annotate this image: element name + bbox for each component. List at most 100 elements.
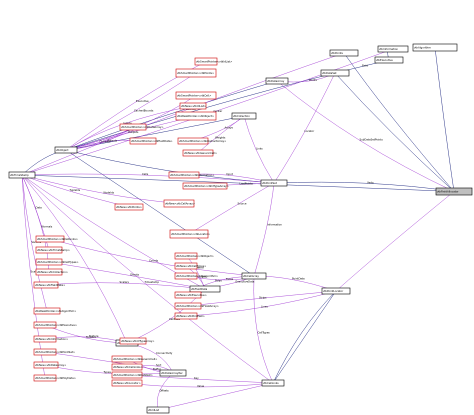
edge-label: TupleIds: [70, 188, 81, 192]
node-n_r28[interactable]: vtkNew<vtkCellLinks>: [111, 363, 143, 371]
node-label: vtkSmartPointer<vtkPoints>: [177, 71, 214, 75]
edge-n_ptr1-n_cells: [253, 182, 275, 277]
node-n_mgr[interactable]: vtkFieldData: [189, 285, 221, 293]
node-n_r23[interactable]: vtkSmartPointer<vtkPointSet>: [33, 348, 75, 356]
node-label: vtkSmartPointer<vtkIdList>: [196, 60, 232, 64]
node-n_r8[interactable]: vtkSmartPointer<vtkAbstractArray>: [177, 137, 226, 145]
node-n_filter[interactable]: vtkAlgorithm: [412, 43, 458, 52]
node-label: vtkSmartPointer<vtkPolyData>: [35, 376, 76, 380]
node-box: [179, 102, 207, 110]
node-box: [54, 146, 78, 154]
edge-n_r35-n_locator: [187, 290, 337, 307]
node-n_r9[interactable]: vtkNew<vtkGenericCell>: [182, 149, 217, 157]
node-n_coll[interactable]: vtkCollection: [231, 112, 257, 120]
node-n_r29[interactable]: vtkSmartPointer<vtkDataSet>: [111, 371, 153, 379]
node-n_r20[interactable]: vtkWeakPointer<vtkAlgorithm>: [33, 307, 76, 315]
node-box: [33, 374, 57, 382]
node-n_r11[interactable]: vtkSmartPointer<vtkIdTypeArray>: [182, 182, 229, 190]
node-n_r26[interactable]: vtkNew<vtkIdTypeArray>: [119, 337, 154, 345]
node-n_ptr2[interactable]: vtkPoints: [329, 49, 359, 57]
edge-label: Ghosts: [130, 273, 140, 277]
edge-layer: [21, 47, 455, 411]
node-n_iter[interactable]: vtkDataArrayIter: [159, 369, 187, 377]
node-n_r24[interactable]: vtkNew<vtkDataArray>: [33, 361, 66, 369]
node-label: vtkCellLinks: [263, 381, 279, 385]
node-n_r18[interactable]: vtkNew<vtkCollection>: [35, 268, 68, 276]
node-label: vtkCollection: [233, 114, 250, 118]
node-n_dataset[interactable]: vtkDataSet: [320, 69, 350, 77]
edge-n_r31-n_mgr: [185, 255, 206, 290]
edge-n_r30-n_links: [126, 382, 274, 388]
node-box: [33, 335, 57, 343]
node-n_r33[interactable]: vtkSmartPointer<vtkAlgorithm>: [174, 272, 218, 280]
edge-label: Parents: [108, 139, 118, 143]
node-label: vtkNew<vtkCollection>: [37, 270, 68, 274]
node-n_r13[interactable]: vtkSmartPointer<vtkLocator>: [169, 229, 210, 239]
edge-label: Key: [194, 376, 199, 380]
node-n_r21[interactable]: vtkSmartPointer<vtkExecutive>: [33, 321, 77, 329]
node-n_r1[interactable]: vtkSmartPointer<vtkIdList>: [194, 57, 232, 66]
node-n_r2[interactable]: vtkSmartPointer<vtkPoints>: [175, 68, 217, 78]
edge-label: Value: [197, 384, 205, 388]
node-box: [111, 355, 143, 363]
node-n_r30[interactable]: vtkNew<vtkLocator>: [111, 379, 143, 387]
node-n_r6[interactable]: vtkSmartPointer<vtkDataArray>: [119, 123, 164, 131]
node-box: [261, 379, 285, 387]
node-label: vtkNew<vtkInformation>: [35, 337, 68, 341]
edge-label: Outputs: [128, 130, 139, 134]
node-label: vtkFieldData: [191, 287, 208, 291]
node-n_r27[interactable]: vtkSmartPointer<vtkGenericCell>: [111, 355, 157, 363]
node-root[interactable]: vtkFieldAllocator: [435, 187, 473, 196]
node-label: vtkNew<vtkLocator>: [113, 381, 141, 385]
node-n_exec[interactable]: vtkExecutive: [374, 56, 404, 64]
node-n_ptr1[interactable]: vtkPointSet: [260, 179, 288, 187]
edge-label-layer: VertsSubDataSetPointsRandomTuplesFieldPo…: [31, 48, 408, 393]
node-n_r12[interactable]: vtkNew<vtkCellArray>: [163, 199, 195, 208]
node-n_r4[interactable]: vtkNew<vtkIdList>: [179, 102, 207, 110]
node-n_r22[interactable]: vtkNew<vtkInformation>: [33, 335, 68, 343]
node-box: [182, 182, 228, 190]
node-n_array[interactable]: vtkDataArray: [265, 77, 289, 85]
node-n_r32[interactable]: vtkNew<vtkCellTypes>: [174, 262, 206, 270]
node-n_timestamp[interactable]: vtkTimeStamp: [8, 171, 36, 179]
node-box: [194, 57, 218, 66]
node-box: [114, 203, 144, 211]
node-n_r5[interactable]: vtkWeakPointer<vtkObject>: [175, 111, 217, 121]
node-box: [435, 187, 473, 196]
edge-n_r13-n_ptr1: [188, 182, 275, 235]
node-box: [33, 361, 59, 369]
edge-root-n_array: [276, 80, 455, 192]
node-n_base[interactable]: vtkObject: [54, 146, 78, 154]
edge-n_ptr1-n_coll: [243, 115, 275, 184]
node-n_r15[interactable]: vtkSmartPointer<vtkCellLinks>: [35, 235, 78, 243]
node-n_r3[interactable]: vtkSmartPointer<vtkCell>: [175, 91, 217, 100]
node-n_r36[interactable]: vtkNew<vtkPointSet>: [174, 312, 205, 320]
node-box: [174, 272, 198, 280]
node-n_r14[interactable]: vtkNew<vtkPoints>: [114, 203, 144, 211]
node-n_r25[interactable]: vtkSmartPointer<vtkPolyData>: [33, 374, 76, 382]
node-n_r17[interactable]: vtkSmartPointer<vtkCellTypes>: [35, 258, 79, 266]
node-label: vtkNew<vtkCellTypes>: [176, 264, 206, 268]
edge-label: Scalars: [31, 270, 41, 274]
edge-label: Links: [256, 147, 263, 151]
edge-label: Inputs: [124, 121, 133, 125]
edge-label: NodeIds: [104, 190, 115, 194]
node-n_info[interactable]: vtkInformation: [377, 45, 409, 53]
node-n_r16[interactable]: vtkNew<vtkTimeStamp>: [35, 246, 70, 254]
node-label: vtkNew<vtkCellArray>: [165, 202, 195, 206]
node-n_cells[interactable]: vtkCellArray: [241, 272, 267, 280]
node-n_locator[interactable]: vtkPointLocator: [321, 287, 351, 295]
node-n_r34[interactable]: vtkNew<vtkExecutive>: [174, 291, 207, 299]
node-label: vtkSmartPointer<vtkDataArray>: [121, 125, 164, 129]
edge-n_links-n_locator: [272, 290, 337, 384]
node-n_r35[interactable]: vtkSmartPointer<vtkFloatArray>: [174, 302, 219, 310]
node-n_r10[interactable]: vtkSmartPointer<vtkInformation>: [168, 171, 214, 179]
node-n_links[interactable]: vtkCellLinks: [261, 379, 285, 387]
edge-label: Cells: [142, 172, 149, 176]
node-n_r7[interactable]: vtkSmartPointer<vtkFieldData>: [129, 137, 173, 145]
edge-n_r18-n_timestamp: [21, 174, 50, 273]
node-n_unsg[interactable]: vtkIdList: [146, 406, 170, 414]
edge-root-n_ptr2: [343, 52, 455, 192]
node-n_r31[interactable]: vtkSmartPointer<vtkObject>: [174, 252, 214, 260]
node-n_r19[interactable]: vtkNew<vtkFieldData>: [33, 281, 65, 289]
